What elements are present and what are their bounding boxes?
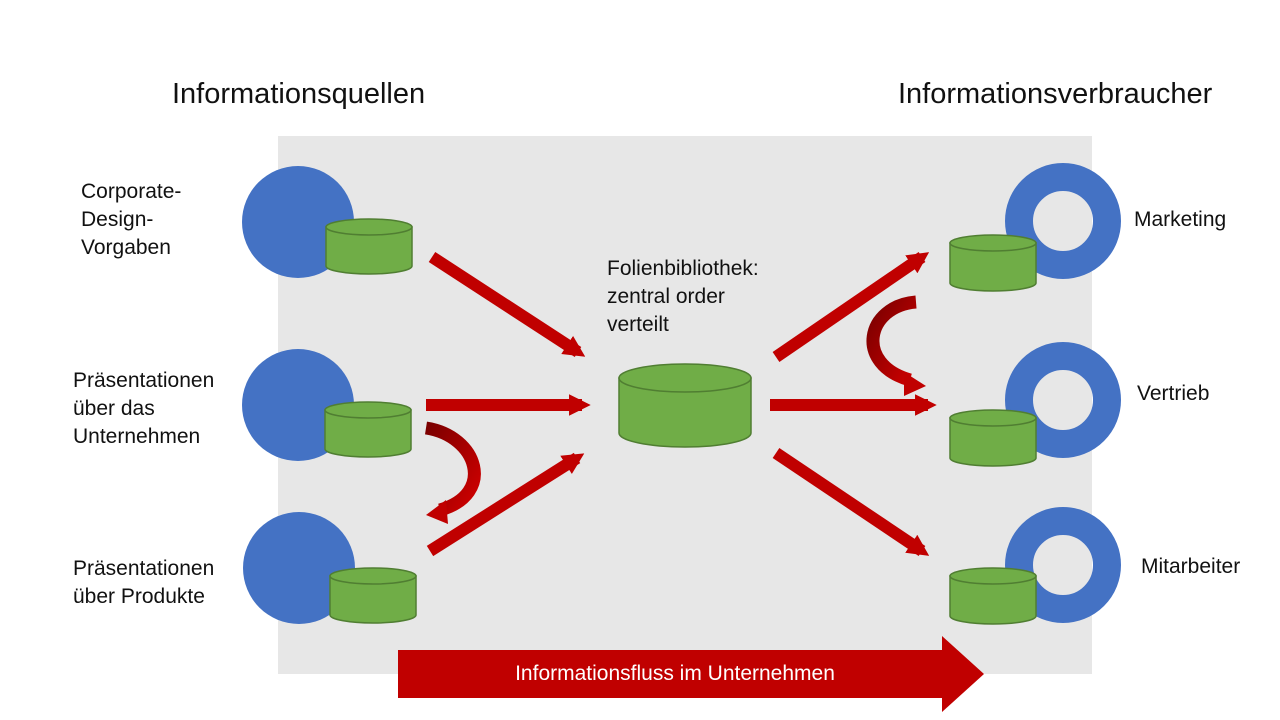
heading-consumers: Informationsverbraucher [898,78,1213,110]
database-icon [324,401,412,458]
source-node-corporate-design [242,166,413,278]
source-label-company-presentations: Präsentationen über das Unternehmen [73,369,215,448]
curved-arrow-left [424,421,481,524]
consumer-label-sales: Vertrieb [1137,382,1210,405]
information-flow-arrow [398,636,984,712]
arrow-library-to-employees [772,448,930,556]
consumer-label-marketing: Marketing [1134,208,1227,231]
database-icon [949,409,1037,467]
database-icon [949,567,1037,625]
library-database-icon [618,363,752,448]
information-flow-label: Informationsfluss im Unternehmen [515,662,835,685]
source-node-product-presentations [243,512,417,624]
library-title: Folienbibliothek: [607,257,759,280]
consumer-ring-icon [1005,507,1121,623]
consumer-node-sales [949,342,1121,467]
arrow-library-to-marketing [772,252,930,362]
curved-arrow-right [866,295,926,396]
source-label-product-presentations: Präsentationen über Produkte [73,557,215,608]
source-node-company-presentations [242,349,412,461]
database-icon [949,234,1037,292]
consumer-ring-icon [1005,342,1121,458]
source-circle-icon [243,512,355,624]
database-icon [329,567,417,624]
consumer-node-marketing [949,163,1121,292]
arrow-corporate-to-library [428,251,586,358]
consumer-label-employees: Mitarbeiter [1141,555,1241,578]
consumer-node-employees [949,507,1121,625]
library-label: Folienbibliothek: zentral order verteilt [607,257,759,336]
source-label-corporate-design: Corporate- Design- Vorgaben [81,180,182,259]
arrow-product-to-library [426,452,585,557]
consumer-ring-icon [1005,163,1121,279]
heading-sources: Informationsquellen [172,78,426,110]
database-icon [325,218,413,275]
